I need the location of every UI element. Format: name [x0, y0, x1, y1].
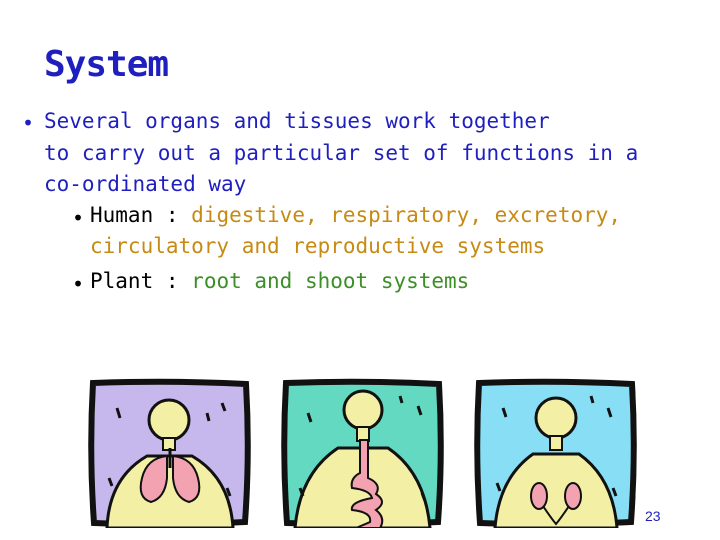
excretory-system-clipart: [474, 378, 637, 528]
bullet-dot: •: [22, 111, 35, 135]
main-bullet-line-1: Several organs and tissues work together: [44, 109, 550, 133]
main-bullet-line-3: co-ordinated way: [44, 172, 247, 196]
slide-number: 23: [645, 508, 661, 524]
plant-systems-line: root and shoot systems: [191, 269, 470, 293]
plant-label: Plant :: [90, 269, 179, 293]
respiratory-system-clipart: [88, 378, 251, 528]
main-bullet-line-2: to carry out a particular set of functio…: [44, 141, 639, 165]
human-systems-line-1: digestive, respiratory, excretory,: [191, 203, 622, 227]
human-systems-line-2: circulatory and reproductive systems: [90, 234, 546, 258]
slide-title: System: [44, 44, 169, 85]
sub-bullet-dot: •: [72, 206, 85, 230]
sub-bullet-plant: Plant : root and shoot systems: [90, 269, 469, 293]
human-label: Human :: [90, 203, 179, 227]
sub-bullet-human: Human : digestive, respiratory, excretor…: [90, 203, 621, 227]
digestive-system-clipart: [281, 378, 444, 528]
sub-bullet-dot: •: [72, 272, 85, 296]
